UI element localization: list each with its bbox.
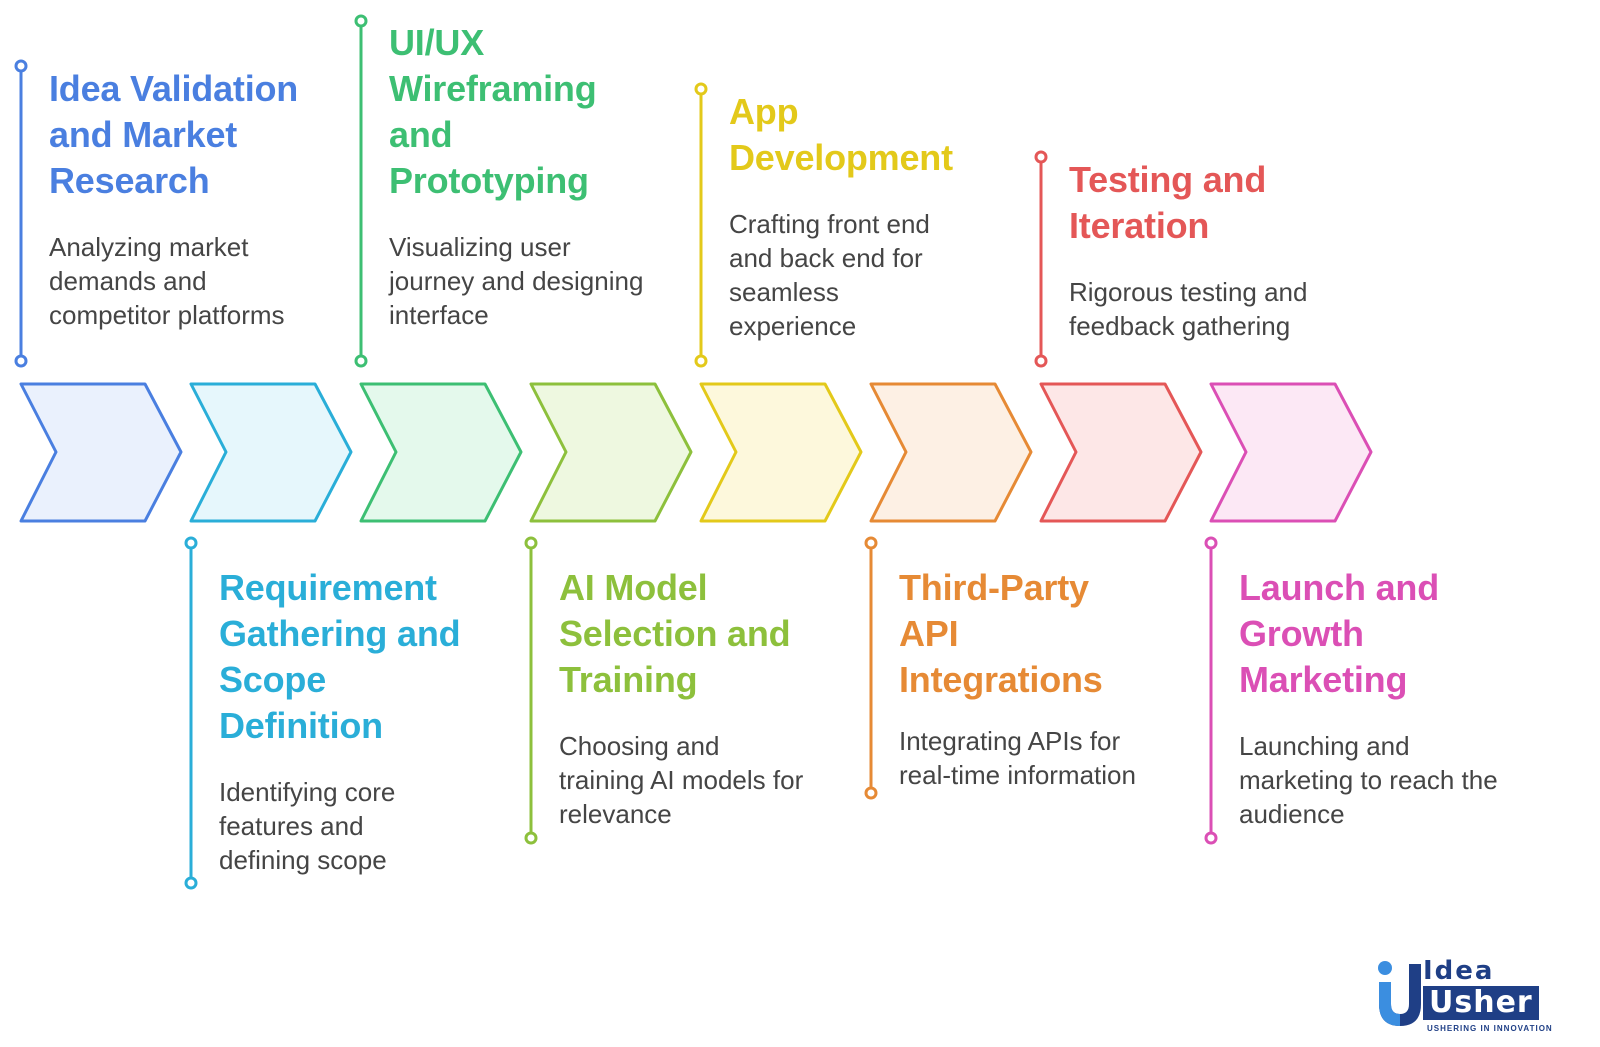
step-5-connector-end-dot (694, 354, 708, 368)
step-8-connector-start-dot (1204, 536, 1218, 550)
step-7-title: Testing and Iteration (1069, 159, 1267, 246)
step-4-description: Choosing and training AI models for rele… (559, 731, 804, 829)
step-1-text: Idea Validation and Market Research Anal… (49, 66, 349, 332)
step-6-text: Third-Party API Integrations Integrating… (899, 565, 1199, 792)
step-5-title: App Development (729, 91, 953, 178)
step-3-connector-start-dot (354, 14, 368, 28)
step-8-connector-end-dot (1204, 831, 1218, 845)
step-4-title: AI Model Selection and Training (559, 567, 791, 700)
step-2-chevron (189, 382, 353, 523)
step-4-chevron (529, 382, 693, 523)
step-2-title: Requirement Gathering and Scope Definiti… (219, 567, 461, 746)
step-1-title: Idea Validation and Market Research (49, 68, 299, 201)
step-3-connector-end-dot (354, 354, 368, 368)
step-7-text: Testing and Iteration Rigorous testing a… (1069, 157, 1369, 343)
logo-word-usher: Usher (1423, 986, 1539, 1020)
step-4-connector-start-dot (524, 536, 538, 550)
step-3-title: UI/UX Wireframing and Prototyping (389, 22, 597, 201)
step-5-connector-start-dot (694, 82, 708, 96)
step-4-text: AI Model Selection and Training Choosing… (559, 565, 859, 831)
step-1-chevron (19, 382, 183, 523)
step-6-connector-end-dot (864, 786, 878, 800)
step-5-chevron (699, 382, 863, 523)
step-6-title: Third-Party API Integrations (899, 567, 1103, 700)
step-3-description: Visualizing user journey and designing i… (389, 232, 644, 330)
step-7-chevron (1039, 382, 1203, 523)
step-1-connector-start-dot (14, 59, 28, 73)
step-7-description: Rigorous testing and feedback gathering (1069, 277, 1308, 341)
step-5-description: Crafting front end and back end for seam… (729, 209, 930, 341)
step-1-description: Analyzing market demands and competitor … (49, 232, 285, 330)
step-5-text: App Development Crafting front end and b… (729, 89, 1029, 343)
idea-usher-logo: Idea Usher USHERING IN INNOVATION (1375, 956, 1585, 1040)
step-8-description: Launching and marketing to reach the aud… (1239, 731, 1498, 829)
step-1-connector-end-dot (14, 354, 28, 368)
step-6-connector-start-dot (864, 536, 878, 550)
step-6-chevron (869, 382, 1033, 523)
step-2-connector-end-dot (184, 876, 198, 890)
step-3-text: UI/UX Wireframing and Prototyping Visual… (389, 20, 689, 332)
logo-tagline: USHERING IN INNOVATION (1427, 1024, 1553, 1033)
step-8-text: Launch and Growth Marketing Launching an… (1239, 565, 1539, 831)
step-2-description: Identifying core features and defining s… (219, 777, 396, 875)
step-8-chevron (1209, 382, 1373, 523)
step-3-chevron (359, 382, 523, 523)
step-7-connector-end-dot (1034, 354, 1048, 368)
logo-u-icon (1378, 961, 1421, 1026)
step-2-connector-start-dot (184, 536, 198, 550)
step-4-connector-end-dot (524, 831, 538, 845)
logo-word-idea: Idea (1423, 956, 1495, 986)
step-2-text: Requirement Gathering and Scope Definiti… (219, 565, 519, 877)
step-7-connector-start-dot (1034, 150, 1048, 164)
step-8-title: Launch and Growth Marketing (1239, 567, 1440, 700)
step-6-description: Integrating APIs for real-time informati… (899, 726, 1136, 790)
